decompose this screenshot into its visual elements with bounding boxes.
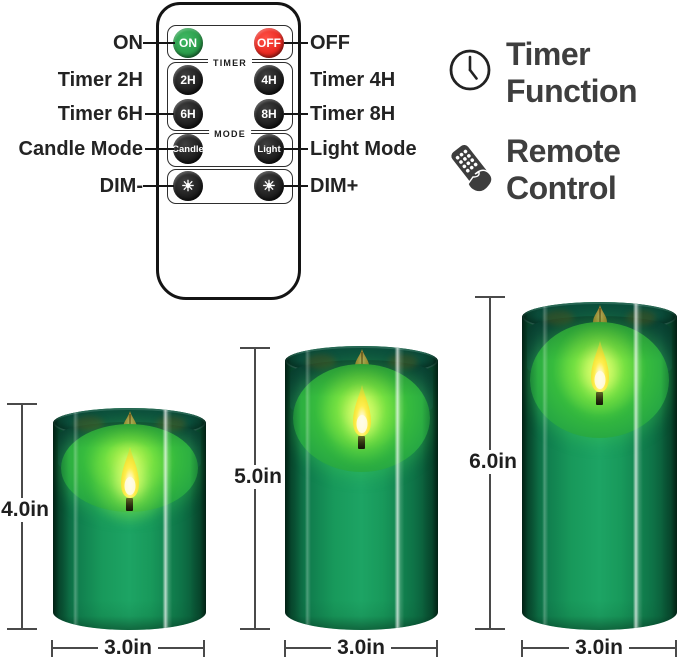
timer-function-label: Timer Function xyxy=(506,36,638,109)
sun-icon: ☀ xyxy=(181,177,195,195)
dimension-tick xyxy=(436,640,438,657)
dimension-cap xyxy=(7,403,37,405)
width-label-small: 3.0in xyxy=(98,636,158,660)
timer-section-label: TIMER xyxy=(208,57,252,69)
dimension-cap xyxy=(475,628,505,630)
candle-small xyxy=(53,408,206,630)
candle-mode-button[interactable]: Candle xyxy=(172,134,204,164)
power-on-button[interactable]: ON xyxy=(173,28,203,58)
connector-line-light xyxy=(284,148,308,150)
clock-icon xyxy=(449,49,491,91)
connector-line-8h xyxy=(284,113,308,115)
height-label-small: 4.0in xyxy=(0,498,52,522)
remote-hand-icon xyxy=(451,144,493,193)
candle-large xyxy=(522,302,677,630)
dimension-tick xyxy=(521,640,523,657)
connector-line-candle xyxy=(145,148,174,150)
height-dimension-line-medium xyxy=(254,348,256,630)
connector-line-6h xyxy=(145,113,174,115)
timer-8h-button[interactable]: 8H xyxy=(254,99,284,129)
dimension-cap xyxy=(240,628,270,630)
connector-line-dim-minus xyxy=(143,185,174,187)
sun-icon: ☀ xyxy=(262,177,276,195)
callout-timer-4h-label: Timer 4H xyxy=(310,69,396,91)
dimension-tick xyxy=(51,640,53,657)
width-label-large: 3.0in xyxy=(569,636,629,660)
callout-timer-8h-label: Timer 8H xyxy=(310,103,396,125)
dim-plus-button[interactable]: ☀ xyxy=(254,171,284,201)
dimension-tick xyxy=(675,640,677,657)
callout-light-mode-label: Light Mode xyxy=(310,138,417,160)
connector-line-dim-plus xyxy=(284,185,308,187)
dimension-tick xyxy=(284,640,286,657)
timer-2h-button[interactable]: 2H xyxy=(173,65,203,95)
mode-section-label: MODE xyxy=(209,128,251,140)
light-mode-button[interactable]: Light xyxy=(254,134,284,164)
callout-candle-mode-label: Candle Mode xyxy=(18,138,143,160)
dim-minus-button[interactable]: ☀ xyxy=(173,171,203,201)
height-label-medium: 5.0in xyxy=(231,465,285,489)
dimension-cap xyxy=(475,296,505,298)
callout-timer-2h-label: Timer 2H xyxy=(57,69,143,91)
remote-control-label: Remote Control xyxy=(506,133,621,206)
connector-line-on xyxy=(143,42,175,44)
timer-6h-button[interactable]: 6H xyxy=(173,99,203,129)
dimension-cap xyxy=(240,347,270,349)
callout-timer-6h-label: Timer 6H xyxy=(57,103,143,125)
callout-dim-minus-label: DIM- xyxy=(99,175,143,197)
callout-off-label: OFF xyxy=(310,32,350,54)
callout-on-label: ON xyxy=(113,32,143,54)
dimension-tick xyxy=(203,640,205,657)
height-label-large: 6.0in xyxy=(466,450,520,474)
power-off-button[interactable]: OFF xyxy=(254,28,284,58)
timer-4h-button[interactable]: 4H xyxy=(254,65,284,95)
width-label-medium: 3.0in xyxy=(331,636,391,660)
dimension-cap xyxy=(7,628,37,630)
candle-medium xyxy=(285,346,438,630)
callout-dim-plus-label: DIM+ xyxy=(310,175,359,197)
connector-line-off xyxy=(284,42,308,44)
